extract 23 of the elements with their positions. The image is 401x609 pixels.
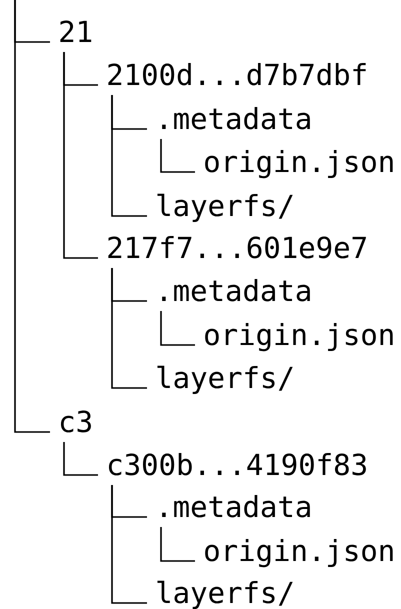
tree-entry: origin.json <box>205 322 393 352</box>
tree-connector <box>63 442 98 476</box>
tree-entry: 217f7...601e9e7 <box>108 236 366 258</box>
tree-connector <box>111 485 147 604</box>
tree-entry: 21 <box>60 20 92 42</box>
tree-entry: 2100d...d7b7dbf <box>108 62 366 86</box>
tree-entry: layerfs/ <box>157 194 293 222</box>
tree-connector <box>160 139 195 173</box>
tree-connector <box>14 0 50 433</box>
tree-entry: c3 <box>60 410 91 432</box>
tree-entry: .metadata <box>162 106 310 130</box>
tree-connector <box>160 527 195 562</box>
tree-entry: .metadata <box>162 494 310 518</box>
tree-connector <box>111 268 147 389</box>
tree-connector <box>111 95 147 217</box>
tree-entry: c300b...4190f83 <box>108 452 366 476</box>
tree-connector <box>160 311 195 346</box>
tree-connector <box>63 52 98 259</box>
tree-entry: layerfs/ <box>157 366 293 394</box>
tree-entry: .metadata <box>162 278 310 302</box>
tree-entry: layerfs/ <box>157 580 293 609</box>
tree-entry: origin.json <box>205 538 393 568</box>
tree-entry: origin.json <box>205 150 393 178</box>
